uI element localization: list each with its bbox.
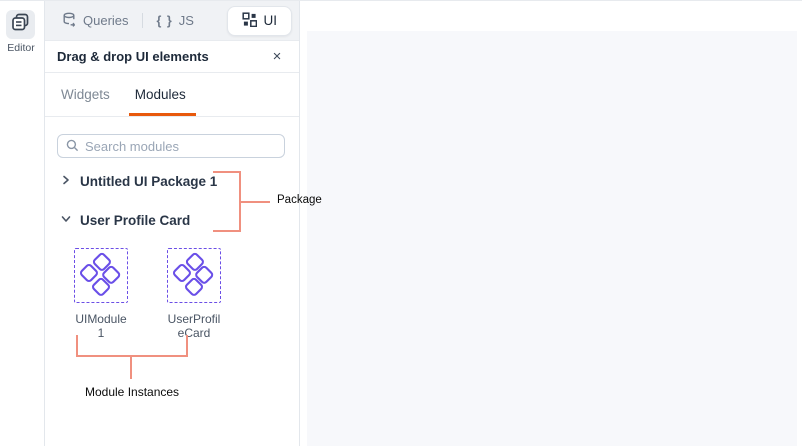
module-diamonds-icon — [76, 248, 126, 303]
tab-ui-label: UI — [263, 13, 278, 28]
module-name-line1: UserProfil — [167, 312, 221, 326]
module-name-line1: UIModule — [75, 312, 127, 326]
tree-item-label: Untitled UI Package 1 — [80, 173, 218, 189]
tab-divider — [141, 13, 143, 28]
tab-ui-selected[interactable]: UI — [226, 5, 292, 36]
tab-queries-label: Queries — [83, 13, 129, 28]
app-canvas[interactable] — [307, 31, 797, 446]
editor-pages-icon — [11, 13, 30, 37]
module-name-line2: eCard — [177, 326, 211, 340]
search-input[interactable] — [57, 134, 285, 158]
module-name: UserProfil eCard — [168, 312, 221, 340]
package-bracket-connector-line — [239, 201, 270, 203]
close-icon[interactable]: × — [272, 48, 282, 65]
module-card-list: UIModule 1 UserProfil — [65, 248, 299, 340]
search-box — [57, 134, 285, 158]
panel-title: Drag & drop UI elements — [57, 49, 209, 64]
tree-item-user-profile-card[interactable]: User Profile Card — [45, 211, 299, 229]
editor-button[interactable] — [6, 10, 35, 39]
module-diamonds-icon — [169, 248, 219, 303]
panel-header: Drag & drop UI elements × — [45, 41, 299, 73]
module-drag-target — [167, 248, 221, 303]
tab-widgets[interactable]: Widgets — [61, 87, 110, 102]
editor-side-panel: Queries { } JS UI Dr — [45, 1, 300, 446]
instances-bracket-stem-line — [130, 355, 132, 379]
tab-modules[interactable]: Modules — [128, 73, 196, 116]
tree-item-label: User Profile Card — [80, 212, 191, 228]
database-icon — [62, 12, 77, 30]
module-name-line2: 1 — [97, 326, 105, 340]
tree-item-untitled-package[interactable]: Untitled UI Package 1 — [45, 172, 299, 190]
instances-bracket-bottom-line — [76, 355, 188, 357]
instances-annotation-label: Module Instances — [85, 385, 180, 399]
tab-queries[interactable]: Queries — [62, 12, 129, 30]
module-card-userprofilecard[interactable]: UserProfil eCard — [158, 248, 230, 340]
chevron-right-icon — [61, 172, 71, 190]
search-icon — [66, 139, 79, 157]
package-bracket-bottom-line — [213, 230, 241, 232]
left-rail: Editor — [0, 1, 45, 446]
tab-js[interactable]: { } JS — [157, 13, 194, 28]
instances-bracket-left-line — [76, 335, 78, 357]
tab-js-label: JS — [178, 13, 194, 28]
editor-label: Editor — [7, 42, 35, 54]
package-bracket-top-line — [213, 171, 241, 173]
main-area — [301, 1, 802, 446]
module-card-uimodule1[interactable]: UIModule 1 — [65, 248, 137, 340]
instances-bracket-right-line — [186, 335, 188, 357]
editor-mode-tabs: Queries { } JS UI — [45, 1, 299, 41]
braces-icon: { } — [156, 13, 173, 28]
module-drag-target — [74, 248, 128, 303]
chevron-down-icon — [61, 211, 71, 229]
grid-icon — [241, 11, 257, 30]
panel-tab-bar: Widgets Modules — [45, 73, 299, 117]
module-name: UIModule 1 — [75, 312, 126, 340]
package-annotation-label: Package — [277, 194, 322, 206]
